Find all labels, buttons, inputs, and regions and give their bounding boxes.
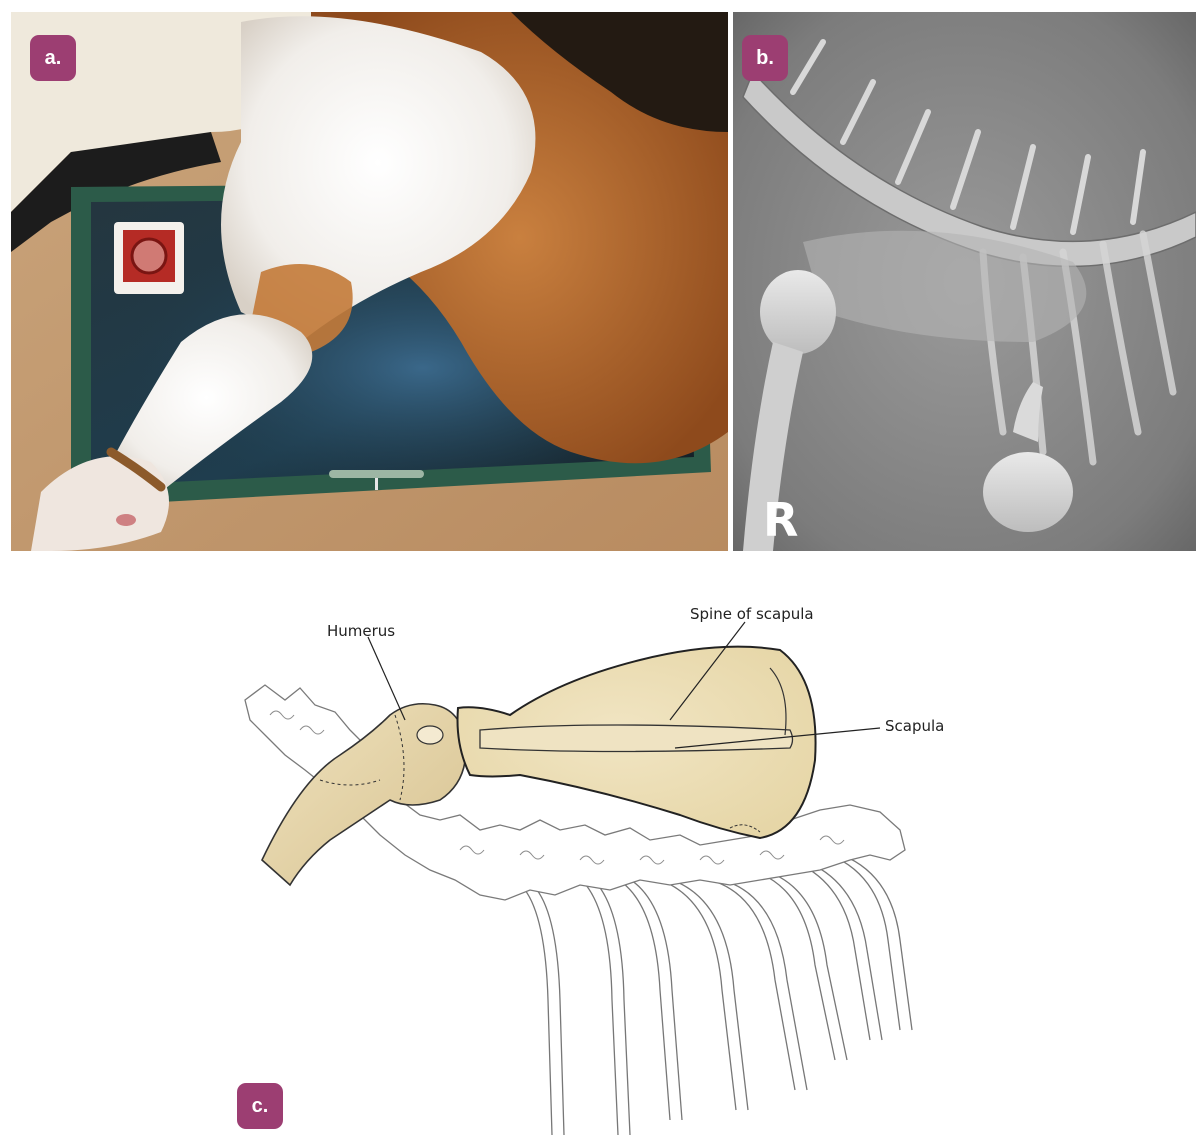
cat-white-chest: [221, 16, 536, 343]
ribs: [514, 854, 913, 1136]
leader-lines: [367, 621, 881, 749]
xr-humerus-shaft-left: [743, 342, 803, 551]
xr-scapula: [803, 230, 1087, 342]
label-spine-of-scapula: Spine of scapula: [690, 605, 814, 623]
xr-vertebral-column: [742, 70, 1196, 268]
vertebral-column: [244, 684, 906, 901]
vertebral-details: [269, 710, 845, 865]
xr-humeral-head-left: [760, 270, 836, 354]
r-lead-marker: [114, 222, 184, 294]
scapular-spine: [479, 724, 794, 753]
panel-a-badge: a.: [30, 35, 76, 81]
panel-b-radiograph: b. R: [733, 12, 1196, 551]
panel-b-badge: b.: [742, 35, 788, 81]
cat-paw: [31, 456, 169, 551]
cat-body-black: [511, 12, 728, 132]
paw-tie: [106, 447, 166, 492]
cloth-edge: [11, 132, 221, 252]
cassette-handle: [329, 470, 424, 478]
scapula: [456, 645, 817, 840]
cat-positioning-photo: [11, 12, 728, 551]
label-humerus: Humerus: [327, 622, 395, 640]
panel-c-illustration: Humerus Spine of scapula Scapula c.: [0, 560, 1200, 1139]
panel-a-photo: a.: [11, 12, 728, 551]
xr-humeral-head-right: [983, 452, 1073, 532]
radiograph-r-marker: R: [763, 493, 799, 547]
humeral-tubercle: [416, 725, 444, 745]
label-scapula: Scapula: [885, 717, 944, 735]
cloth: [11, 12, 311, 212]
anatomy-drawing: Humerus Spine of scapula Scapula: [244, 605, 944, 1136]
radiograph-image: [733, 12, 1196, 551]
humerus: [261, 702, 467, 887]
cat-forelimb: [101, 314, 313, 500]
xr-spinous-processes: [790, 39, 1146, 235]
panel-c-badge: c.: [237, 1083, 283, 1129]
